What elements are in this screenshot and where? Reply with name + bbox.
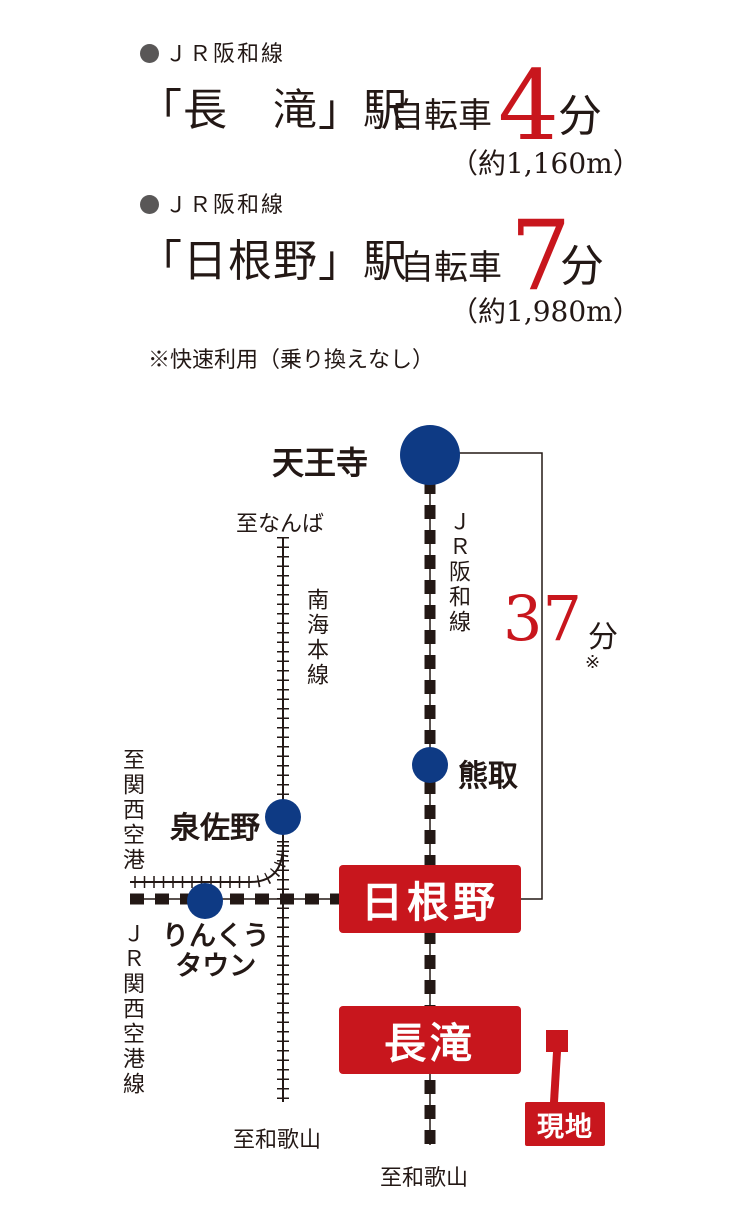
tennoji-station-dot bbox=[400, 425, 460, 485]
tennoji-label: 天王寺 bbox=[272, 444, 369, 482]
nagataki-station-box: 長滝 bbox=[339, 1006, 521, 1074]
to-namba-label: 至なんば bbox=[236, 512, 325, 537]
jr-kansai-airport-line-label: ＪＲ関西空港線 bbox=[119, 922, 144, 1097]
bike-minutes-2: 7 bbox=[510, 200, 572, 312]
to-wakayama-nankai-label: 至和歌山 bbox=[233, 1128, 322, 1153]
travel-mode-2: 自転車 bbox=[400, 248, 502, 288]
jr-hanwa-line-label: ＪＲ阪和線 bbox=[445, 510, 470, 635]
rinku-label-line-2: タウン bbox=[175, 951, 257, 982]
izumisano-label: 泉佐野 bbox=[170, 811, 260, 846]
access-line-label-2: ＪＲ阪和線 bbox=[140, 187, 285, 219]
distance-2: （約1,980m） bbox=[450, 295, 641, 328]
site-marker-pin bbox=[546, 1030, 568, 1102]
access-line-label-1: ＪＲ阪和線 bbox=[140, 36, 285, 68]
nankai-line-label: 南海本線 bbox=[303, 588, 328, 688]
travel-mode-1: 自転車 bbox=[390, 96, 492, 136]
bike-minutes-1: 4 bbox=[498, 50, 560, 162]
bullet-icon bbox=[140, 44, 159, 63]
station-nagataki-title: 「長 滝」駅 bbox=[138, 85, 408, 136]
bullet-icon bbox=[140, 195, 159, 214]
travel-time-note-mark: ※ bbox=[585, 652, 601, 673]
kumatori-station-dot bbox=[412, 747, 448, 783]
travel-time-minutes: 37 bbox=[503, 582, 582, 655]
travel-time-bracket bbox=[455, 452, 543, 900]
distance-1: （約1,160m） bbox=[450, 147, 641, 180]
kumatori-label: 熊取 bbox=[458, 759, 518, 794]
travel-time-unit: 分 bbox=[588, 620, 618, 655]
minutes-unit-1: 分 bbox=[558, 91, 602, 142]
rinku-label-line-1: りんくう bbox=[162, 921, 270, 952]
site-label: 現地 bbox=[525, 1102, 605, 1146]
izumisano-station-dot bbox=[265, 799, 301, 835]
rinku-station-dot bbox=[187, 883, 223, 919]
line-name: ＪＲ阪和線 bbox=[165, 193, 286, 218]
nankai-airport-branch bbox=[130, 844, 289, 888]
station-hineno-title: 「日根野」駅 bbox=[138, 236, 408, 287]
rapid-service-note: ※快速利用（乗り換えなし） bbox=[148, 348, 435, 373]
to-kansai-airport-label: 至関西空港 bbox=[119, 748, 144, 873]
minutes-unit-2: 分 bbox=[560, 241, 604, 292]
line-name: ＪＲ阪和線 bbox=[165, 42, 286, 67]
to-wakayama-jr-label: 至和歌山 bbox=[380, 1166, 469, 1191]
rinku-town-label: りんくう タウン bbox=[162, 922, 269, 982]
hineno-station-box: 日根野 bbox=[339, 865, 521, 933]
